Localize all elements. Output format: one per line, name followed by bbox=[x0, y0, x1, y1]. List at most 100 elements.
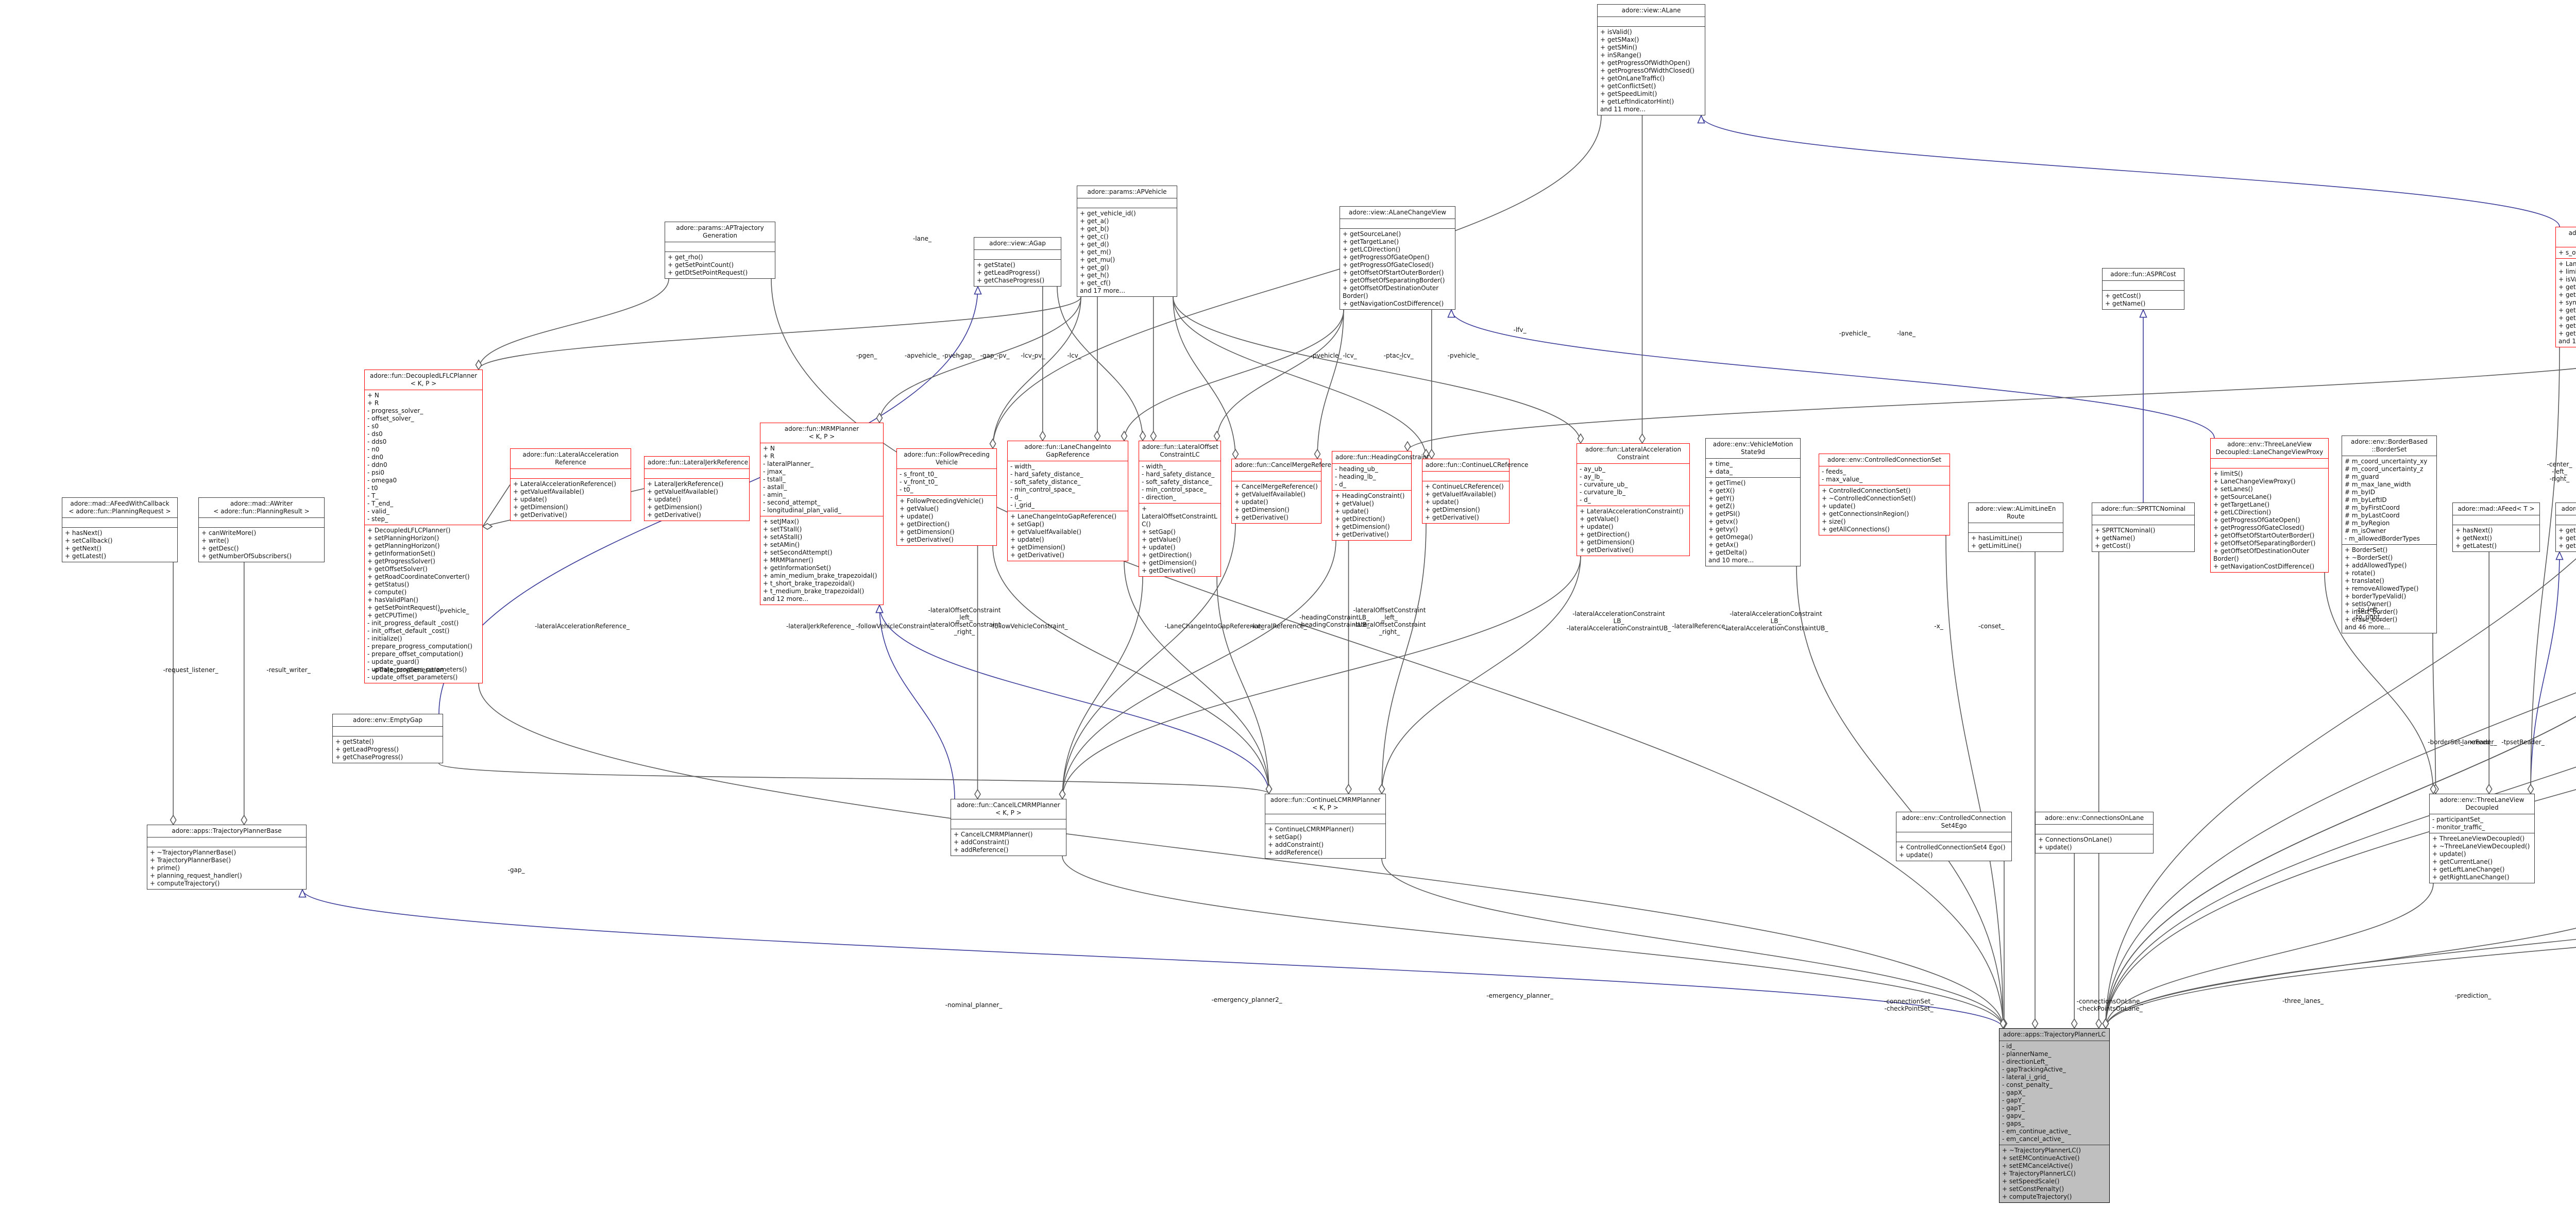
class-node-tpb[interactable]: adore::apps::TrajectoryPlannerBase+ ~Tra… bbox=[147, 825, 307, 890]
class-attributes bbox=[951, 819, 1066, 829]
class-title: adore::params::APTrajectory Generation bbox=[665, 222, 775, 242]
class-methods: + ConnectionsOnLane()+ update() bbox=[2038, 836, 2112, 851]
class-title: adore::apps::TrajectoryPlannerLC bbox=[1999, 1029, 2109, 1041]
class-methods: + getState()+ getLeadProgress()+ getChas… bbox=[977, 261, 1045, 284]
class-title: adore::fun::SPRTTCNominal bbox=[2092, 503, 2194, 515]
class-node-laneproxy[interactable]: adore::env::ThreeLaneView Decoupled::Lan… bbox=[2555, 227, 2576, 347]
class-node-cancel[interactable]: adore::fun::CancelLCMRMPlanner < K, P >+… bbox=[951, 799, 1066, 856]
class-node-alcv[interactable]: adore::view::ALaneChangeView+ getSourceL… bbox=[1340, 206, 1455, 310]
edge-arrowhead bbox=[974, 789, 981, 800]
class-attributes bbox=[147, 837, 306, 847]
class-node-latjerkref[interactable]: adore::fun::LateralJerkReference+ Latera… bbox=[644, 456, 750, 521]
class-attributes bbox=[199, 518, 324, 528]
class-title: adore::env::ThreeLaneView Decoupled::Lan… bbox=[2211, 439, 2328, 459]
class-node-clcref[interactable]: adore::fun::ContinueLCReference+ Continu… bbox=[1422, 459, 1528, 524]
class-methods: + ControlledConnectionSet4 Ego()+ update… bbox=[1899, 844, 2006, 859]
aggregation-edge bbox=[2530, 347, 2560, 794]
edge-arrowhead bbox=[1404, 441, 1411, 452]
edge-arrowhead bbox=[1039, 430, 1046, 442]
aggregation-edge bbox=[478, 683, 2004, 1029]
class-methods: + ThreeLaneViewDecoupled()+ ~ThreeLaneVi… bbox=[2432, 835, 2530, 881]
edge-arrowhead bbox=[475, 359, 482, 371]
class-attributes: - participantSet_- monitor_traffic_ bbox=[2430, 814, 2534, 833]
class-title: adore::fun::LaneChangeInto GapReference bbox=[1008, 441, 1128, 461]
class-node-aptg[interactable]: adore::params::APTrajectory Generation+ … bbox=[665, 222, 775, 279]
edge-arrowhead bbox=[1059, 789, 1066, 800]
class-node-afeed[interactable]: adore::mad::AFeed< T >+ hasNext()+ getNe… bbox=[2452, 502, 2540, 552]
class-node-lcigr[interactable]: adore::fun::LaneChangeInto GapReference-… bbox=[1007, 441, 1128, 561]
class-node-lacc[interactable]: adore::fun::LateralAcceleration Constrai… bbox=[1577, 443, 1690, 556]
edge-arrowhead bbox=[2139, 309, 2147, 318]
class-node-agap[interactable]: adore::view::AGap+ getState()+ getLeadPr… bbox=[974, 237, 1061, 287]
aggregation-edge bbox=[1381, 523, 1427, 794]
class-methods: + BorderSet()+ ~BorderSet()+ addAllowedT… bbox=[2345, 546, 2419, 631]
class-methods: + CancelLCMRMPlanner()+ addConstraint()+… bbox=[954, 831, 1033, 853]
class-methods: + limitS()+ LaneChangeViewProxy()+ setLa… bbox=[2213, 470, 2316, 570]
class-node-afwc[interactable]: adore::mad::AFeedWithCallback < adore::f… bbox=[62, 497, 178, 562]
class-node-tplc[interactable]: adore::apps::TrajectoryPlannerLC- id_- p… bbox=[1999, 1028, 2110, 1203]
class-node-borderset[interactable]: adore::env::BorderBased ::BorderSet# m_c… bbox=[2342, 435, 2437, 633]
inheritance-edge bbox=[1451, 309, 2215, 439]
class-title: adore::env::ConnectionsOnLane bbox=[2036, 812, 2153, 825]
class-node-alimit[interactable]: adore::view::ALimitLineEn Route+ hasLimi… bbox=[1968, 502, 2063, 552]
class-node-conl[interactable]: adore::env::ConnectionsOnLane+ Connectio… bbox=[2035, 812, 2154, 853]
edge-arrowhead bbox=[2527, 783, 2534, 795]
class-title: adore::mad::AFeed< T > bbox=[2453, 503, 2539, 515]
class-attributes bbox=[2036, 825, 2153, 834]
aggregation-edge bbox=[1796, 566, 2004, 1029]
class-methods: + ControlledConnectionSet()+ ~Controlled… bbox=[1822, 487, 1916, 533]
class-node-ccs4e[interactable]: adore::env::ControlledConnection Set4Ego… bbox=[1896, 812, 2012, 861]
class-node-hc[interactable]: adore::fun::HeadingConstraint- heading_u… bbox=[1332, 451, 1429, 541]
class-node-sprttc[interactable]: adore::fun::SPRTTCNominal+ SPRTTCNominal… bbox=[2092, 502, 2195, 552]
edge-arrowhead bbox=[2485, 783, 2493, 795]
class-attributes: - ay_ub_- ay_lb_- curvature_ub_- curvatu… bbox=[1577, 464, 1689, 506]
class-node-fpv[interactable]: adore::fun::FollowPreceding Vehicle- s_f… bbox=[896, 448, 997, 546]
class-attributes: # m_coord_uncertainty_xy# m_coord_uncert… bbox=[2342, 456, 2436, 545]
class-node-tlvd[interactable]: adore::env::ThreeLaneView Decoupled- par… bbox=[2429, 794, 2535, 883]
class-attributes: - s_front_t0_- v_front_t0_- t0_ bbox=[897, 469, 996, 496]
class-title: adore::env::ControlledConnection Set4Ego bbox=[1896, 812, 2011, 832]
class-node-mrm[interactable]: adore::fun::MRMPlanner < K, P >+ N+ R- l… bbox=[760, 423, 884, 605]
aggregation-edge bbox=[2105, 789, 2576, 1029]
class-node-alane[interactable]: adore::view::ALane+ isValid()+ getSMax()… bbox=[1597, 4, 1705, 115]
class-attributes bbox=[1422, 472, 1509, 481]
class-methods: + getState()+ getLeadProgress()+ getChas… bbox=[335, 738, 403, 761]
inheritance-edge bbox=[879, 605, 955, 799]
class-node-emptygap[interactable]: adore::env::EmptyGap+ getState()+ getLea… bbox=[332, 714, 443, 763]
class-node-awriter[interactable]: adore::mad::AWriter < adore::fun::Planni… bbox=[198, 497, 325, 562]
class-title: adore::fun::LateralOffset ConstraintLC bbox=[1139, 441, 1221, 461]
aggregation-edge bbox=[771, 278, 2004, 1029]
class-node-cmref[interactable]: adore::fun::CancelMergeReference+ Cancel… bbox=[1231, 459, 1343, 524]
class-title: adore::mad::AWriter < adore::fun::Planni… bbox=[199, 498, 324, 518]
class-attributes bbox=[1598, 17, 1705, 27]
class-node-lataccref[interactable]: adore::fun::LateralAcceleration Referenc… bbox=[510, 448, 631, 521]
class-attributes: - width_- hard_safety_distance_- soft_sa… bbox=[1139, 461, 1221, 504]
class-attributes: + time_+ data_ bbox=[1706, 459, 1800, 478]
class-attributes bbox=[1896, 832, 2011, 842]
class-attributes bbox=[1340, 219, 1455, 229]
inheritance-edge bbox=[2530, 551, 2560, 794]
class-attributes bbox=[1265, 814, 1385, 824]
class-title: adore::fun::HeadingConstraint bbox=[1332, 451, 1429, 464]
class-title: adore::fun::CancelMergeReference bbox=[1232, 459, 1343, 472]
class-node-lcvproxy[interactable]: adore::env::ThreeLaneView Decoupled::Lan… bbox=[2210, 438, 2329, 573]
edge-arrowhead bbox=[1094, 430, 1101, 442]
class-attributes bbox=[1969, 523, 2063, 533]
class-attributes: - width_- hard_safety_distance_- soft_sa… bbox=[1008, 461, 1128, 511]
class-title: adore::env::ThreeLaneView Decoupled::Lan… bbox=[2556, 227, 2576, 247]
class-title: adore::fun::ASPRCost bbox=[2103, 269, 2184, 281]
class-attributes bbox=[1077, 198, 1177, 208]
class-node-apveh[interactable]: adore::params::APVehicle+ get_vehicle_id… bbox=[1077, 186, 1177, 297]
class-node-asprcost[interactable]: adore::fun::ASPRCost+ getCost()+ getName… bbox=[2102, 268, 2184, 310]
class-node-lolc[interactable]: adore::fun::LateralOffset ConstraintLC- … bbox=[1139, 441, 1221, 577]
class-node-ccset[interactable]: adore::env::ControlledConnectionSet- fee… bbox=[1819, 454, 1950, 535]
class-attributes: + s_offset_ bbox=[2556, 247, 2576, 259]
class-node-vms[interactable]: adore::env::VehicleMotion State9d+ time_… bbox=[1705, 438, 1801, 566]
class-attributes: - id_- plannerName_- directionLeft_- gap… bbox=[1999, 1041, 2109, 1145]
aggregation-edge bbox=[992, 545, 1269, 794]
class-attributes: - feeds_- max_value_ bbox=[1819, 466, 1950, 485]
edge-arrowhead bbox=[1150, 430, 1157, 442]
class-node-continue[interactable]: adore::fun::ContinueLCMRMPlanner < K, P … bbox=[1265, 794, 1386, 859]
class-node-dlflc[interactable]: adore::fun::DecoupledLFLCPlanner < K, P … bbox=[364, 370, 483, 683]
class-node-a3lv[interactable]: adore::view::AThreeLaneView+ getCurrentL… bbox=[2555, 502, 2576, 552]
